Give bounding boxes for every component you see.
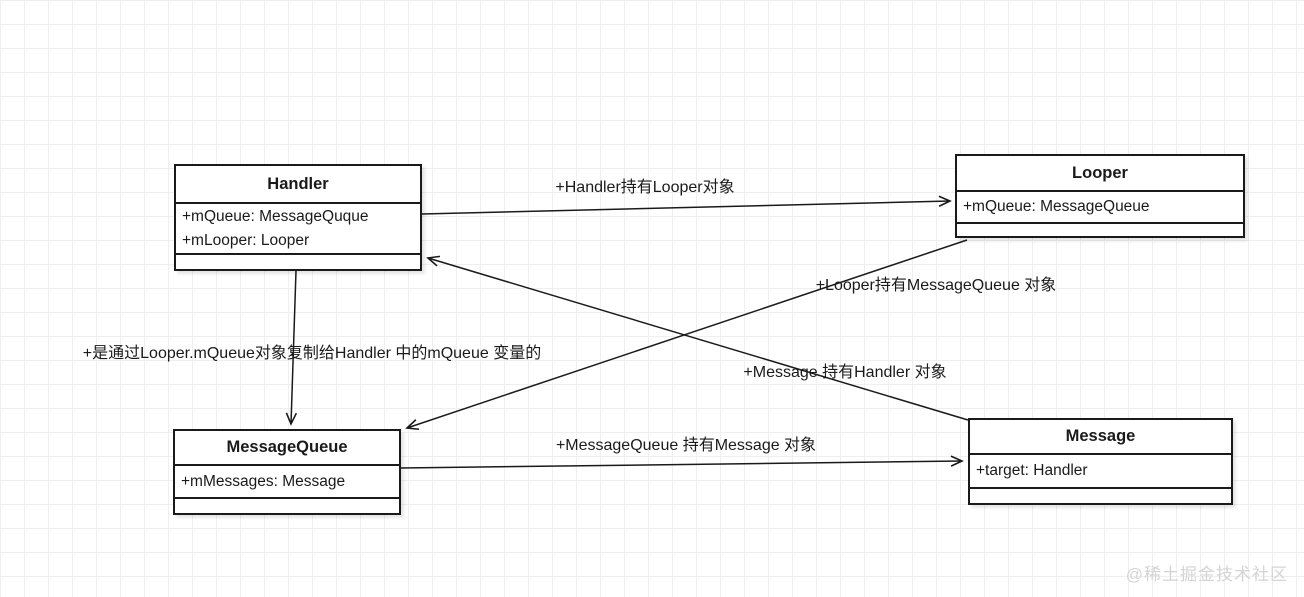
class-handler-attr-mlooper: +mLooper: Looper [182, 231, 310, 249]
class-message[interactable]: Message +target: Handler [968, 418, 1233, 505]
edge-messagequeue-to-message[interactable] [400, 455, 964, 469]
class-message-attr-target: +target: Handler [976, 462, 1088, 479]
edge-label-looper-mqueue-copy-note: +是通过Looper.mQueue对象复制给Handler 中的mQueue 变… [82, 345, 542, 362]
class-looper[interactable]: Looper +mQueue: MessageQueue [955, 154, 1245, 238]
class-handler-title: Handler [176, 166, 420, 204]
class-looper-attributes: +mQueue: MessageQueue [957, 192, 1243, 222]
class-messagequeue-attributes: +mMessages: Message [175, 466, 399, 497]
class-message-attributes: +target: Handler [970, 455, 1231, 487]
juejin-watermark: @稀土掘金技术社区 [1125, 565, 1288, 584]
edge-message-to-handler[interactable] [426, 255, 969, 421]
edge-handler-to-looper[interactable] [421, 195, 952, 215]
class-messagequeue[interactable]: MessageQueue +mMessages: Message [173, 429, 401, 515]
class-looper-attr-mqueue: +mQueue: MessageQueue [963, 198, 1150, 215]
edge-looper-to-messagequeue[interactable] [405, 239, 968, 431]
class-handler-attributes: +mQueue: MessageQuque +mLooper: Looper [176, 204, 420, 253]
edge-label-looper-holds-messagequeue: +Looper持有MessageQueue 对象 [815, 277, 1057, 294]
edge-handler-to-messagequeue[interactable] [285, 270, 298, 426]
edge-label-message-holds-handler: +Message 持有Handler 对象 [743, 364, 947, 381]
class-messagequeue-methods-compartment [175, 497, 399, 513]
class-messagequeue-attr-mmessages: +mMessages: Message [181, 472, 346, 490]
class-handler[interactable]: Handler +mQueue: MessageQuque +mLooper: … [174, 164, 422, 271]
class-looper-methods-compartment [957, 222, 1243, 236]
class-handler-attr-mqueue: +mQueue: MessageQuque [182, 207, 369, 225]
class-message-title: Message [970, 420, 1231, 455]
class-handler-methods-compartment [176, 253, 420, 269]
class-looper-title: Looper [957, 156, 1243, 192]
class-message-methods-compartment [970, 487, 1231, 503]
edge-label-messagequeue-holds-message: +MessageQueue 持有Message 对象 [555, 437, 817, 454]
class-messagequeue-title: MessageQueue [175, 431, 399, 466]
edge-label-handler-holds-looper: +Handler持有Looper对象 [555, 179, 735, 196]
